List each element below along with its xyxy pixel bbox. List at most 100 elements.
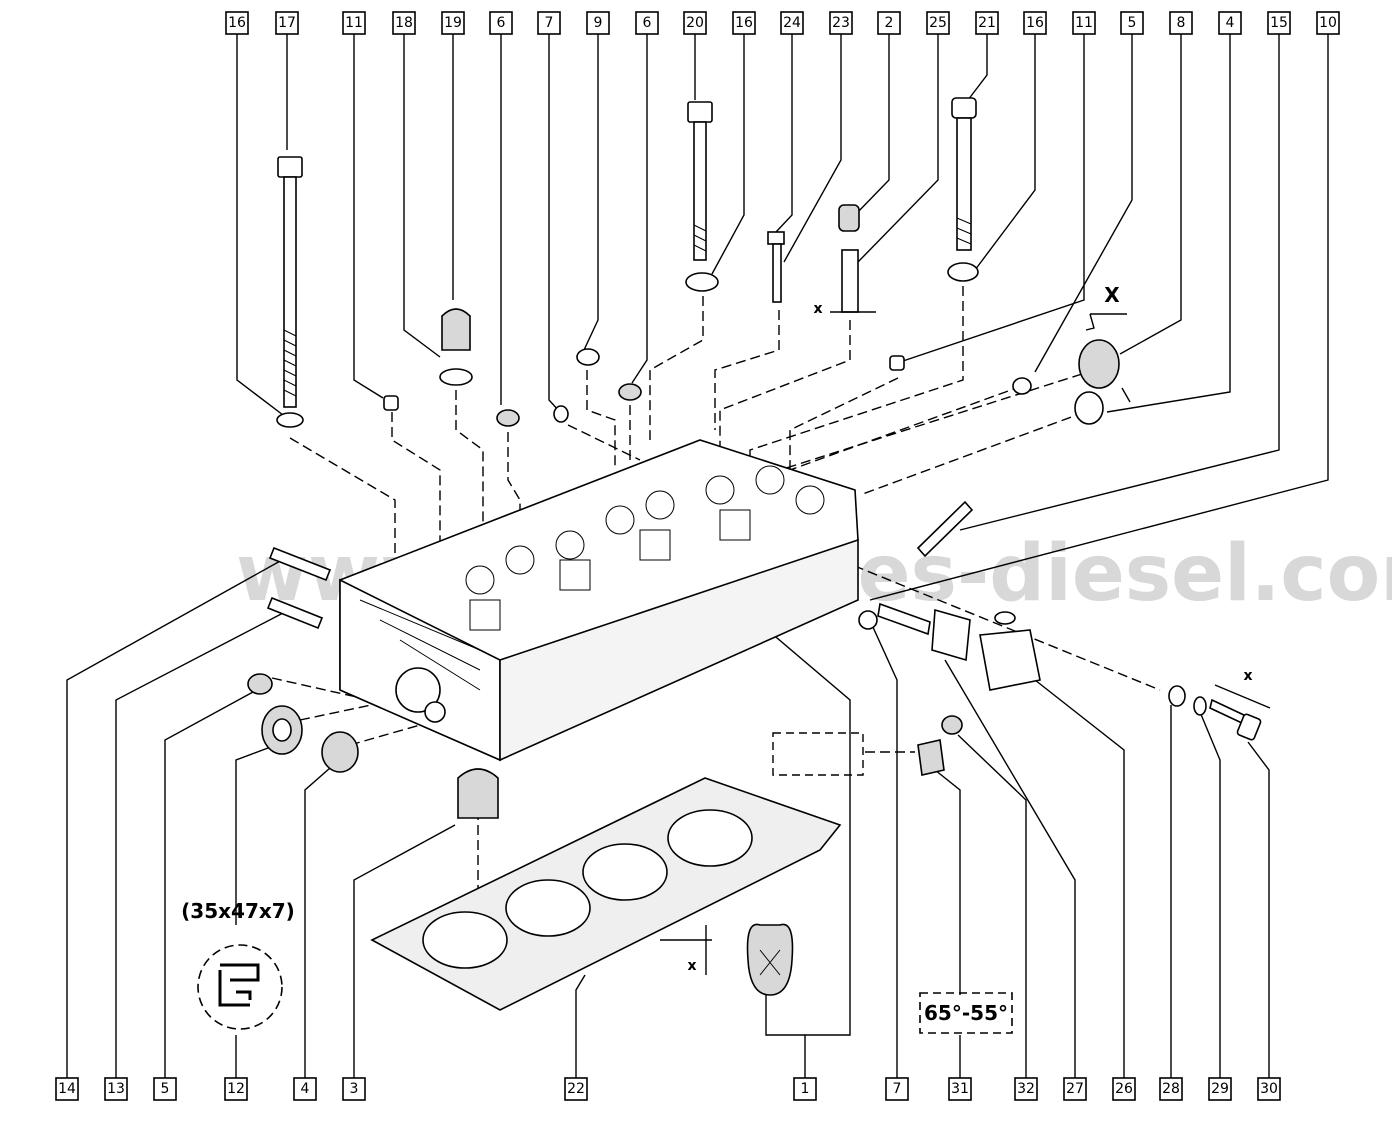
callout-top-label: 15 xyxy=(1270,15,1288,31)
callout-top-16: 16 xyxy=(1023,11,1047,35)
callout-bottom-label: 28 xyxy=(1162,1081,1180,1097)
callout-top-8: 8 xyxy=(1169,11,1193,35)
seal-profile-icon xyxy=(197,944,283,1030)
callout-top-2: 2 xyxy=(877,11,901,35)
angle-spec-box xyxy=(919,992,1013,1034)
top-callout-row: 16 17 11 18 19 6 7 9 6 20 16 24 23 2 25 21 16 11 5 8 4 15 10 xyxy=(225,11,1340,35)
cylinder-head xyxy=(339,439,859,762)
callout-top-label: 23 xyxy=(832,15,850,31)
callout-top-label: 16 xyxy=(228,15,246,31)
callout-bottom-label: 32 xyxy=(1017,1081,1035,1097)
callout-top-label: 11 xyxy=(1075,15,1093,31)
camshaft-seal-left xyxy=(247,673,359,773)
callout-bottom-1: 1 xyxy=(793,1077,817,1101)
callout-bottom-4: 4 xyxy=(293,1077,317,1101)
x-mark-gasket: x xyxy=(687,958,696,974)
head-bolt-center xyxy=(685,101,719,292)
callout-bottom-label: 14 xyxy=(58,1081,76,1097)
callout-top-16: 16 xyxy=(732,11,756,35)
callout-top-11: 11 xyxy=(1072,11,1096,35)
callout-bottom-label: 12 xyxy=(227,1081,245,1097)
callout-bottom-label: 1 xyxy=(801,1081,810,1097)
callout-top-9: 9 xyxy=(586,11,610,35)
callout-top-label: 21 xyxy=(978,15,996,31)
callout-top-label: 20 xyxy=(686,15,704,31)
x-arrow-gasket xyxy=(660,925,712,975)
injector-sleeve xyxy=(838,204,860,313)
callout-top-label: 24 xyxy=(783,15,801,31)
callout-top-18: 18 xyxy=(392,11,416,35)
callout-top-23: 23 xyxy=(829,11,853,35)
callout-top-6: 6 xyxy=(489,11,513,35)
callout-bottom-27: 27 xyxy=(1063,1077,1087,1101)
x-arrow-camseal xyxy=(1085,313,1131,403)
callout-top-label: 19 xyxy=(444,15,462,31)
x-mark-bolt: x xyxy=(1243,668,1252,684)
callout-top-label: 6 xyxy=(643,15,652,31)
callout-top-label: 5 xyxy=(1128,15,1137,31)
callout-top-label: 10 xyxy=(1319,15,1337,31)
seal-size-label: (35x47x7) xyxy=(181,899,295,923)
callout-top-label: 7 xyxy=(545,15,554,31)
precombustion-chamber xyxy=(457,768,499,819)
callout-top-label: 18 xyxy=(395,15,413,31)
reference-box xyxy=(772,732,864,776)
head-gasket xyxy=(370,777,842,1011)
callout-top-label: 9 xyxy=(594,15,603,31)
x-arrow-bolt xyxy=(1214,684,1271,709)
callout-top-6: 6 xyxy=(635,11,659,35)
callout-bottom-14: 14 xyxy=(55,1077,79,1101)
parts-bag-icon xyxy=(746,923,794,996)
callout-top-label: 16 xyxy=(1026,15,1044,31)
top-leader-lines xyxy=(236,34,1329,601)
callout-top-19: 19 xyxy=(441,11,465,35)
callout-top-label: 8 xyxy=(1177,15,1186,31)
callout-bottom-28: 28 xyxy=(1159,1077,1183,1101)
head-bolt-left xyxy=(276,156,304,428)
callout-top-label: 25 xyxy=(929,15,947,31)
head-bolt-right xyxy=(947,97,979,282)
callout-top-21: 21 xyxy=(975,11,999,35)
callout-top-7: 7 xyxy=(537,11,561,35)
callout-bottom-label: 29 xyxy=(1211,1081,1229,1097)
callout-top-25: 25 xyxy=(926,11,950,35)
callout-top-15: 15 xyxy=(1267,11,1291,35)
callout-bottom-label: 31 xyxy=(951,1081,969,1097)
camshaft-seal-right xyxy=(1074,339,1120,425)
callout-top-label: 6 xyxy=(497,15,506,31)
callout-bottom-3: 3 xyxy=(342,1077,366,1101)
callout-bottom-label: 5 xyxy=(161,1081,170,1097)
callout-top-11: 11 xyxy=(342,11,366,35)
callout-top-label: 17 xyxy=(278,15,296,31)
callout-top-4: 4 xyxy=(1218,11,1242,35)
callout-top-20: 20 xyxy=(683,11,707,35)
callout-top-17: 17 xyxy=(275,11,299,35)
callout-bottom-7: 7 xyxy=(885,1077,909,1101)
callout-bottom-29: 29 xyxy=(1208,1077,1232,1101)
callout-top-label: 11 xyxy=(345,15,363,31)
callout-bottom-label: 7 xyxy=(893,1081,902,1097)
callout-bottom-32: 32 xyxy=(1014,1077,1038,1101)
callout-bottom-22: 22 xyxy=(564,1077,588,1101)
small-plugs xyxy=(383,231,1032,427)
callout-bottom-12: 12 xyxy=(224,1077,248,1101)
callout-bottom-label: 22 xyxy=(567,1081,585,1097)
callout-bottom-label: 26 xyxy=(1115,1081,1133,1097)
callout-bottom-5: 5 xyxy=(153,1077,177,1101)
oil-filler-cap xyxy=(439,308,473,386)
callout-top-5: 5 xyxy=(1120,11,1144,35)
assembly-dash-lines xyxy=(271,286,1161,960)
callout-top-16: 16 xyxy=(225,11,249,35)
callout-bottom-label: 3 xyxy=(350,1081,359,1097)
callout-bottom-26: 26 xyxy=(1112,1077,1136,1101)
callout-bottom-13: 13 xyxy=(104,1077,128,1101)
studs-left xyxy=(266,500,974,630)
bottom-leader-lines xyxy=(66,559,1270,1080)
callout-bottom-label: 30 xyxy=(1260,1081,1278,1097)
callout-top-24: 24 xyxy=(780,11,804,35)
angle-spec-label: 65°-55° xyxy=(924,1001,1008,1025)
callout-bottom-31: 31 xyxy=(948,1077,972,1101)
callout-top-label: 2 xyxy=(885,15,894,31)
